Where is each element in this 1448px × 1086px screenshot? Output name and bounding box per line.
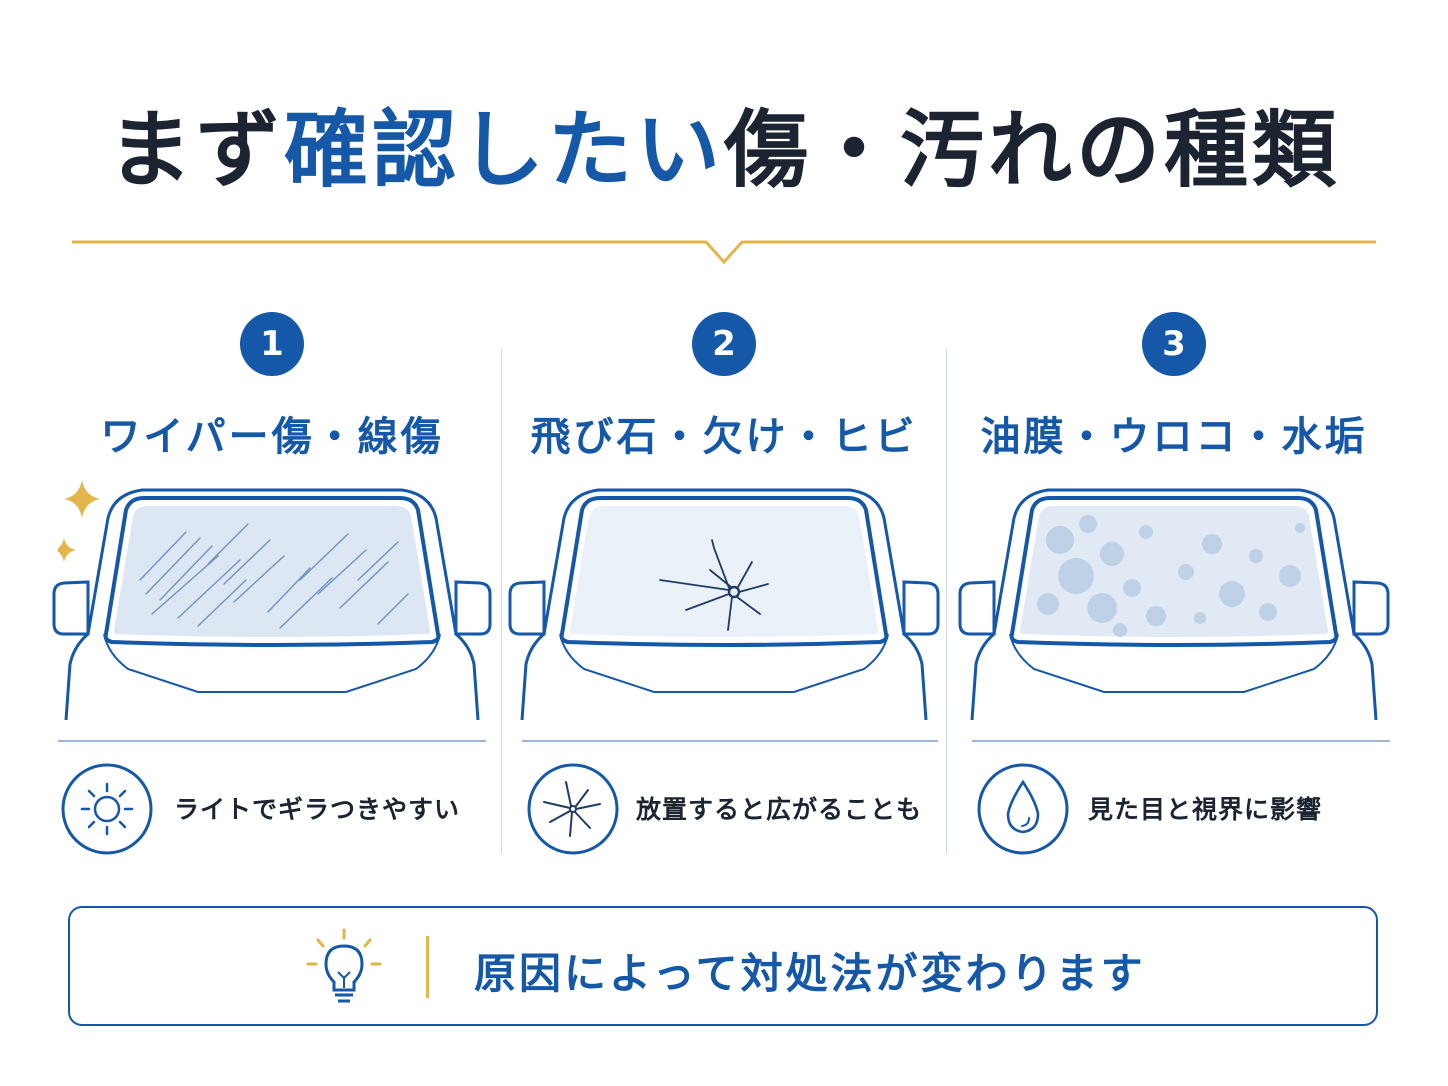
number-badge: 3 (1142, 312, 1206, 376)
panel-divider (972, 740, 1390, 742)
number-badge: 1 (240, 312, 304, 376)
panel-divider (58, 740, 486, 742)
car-scratched-windshield-icon (52, 488, 492, 721)
column-separator (946, 348, 947, 854)
panel-note: 放置すると広がることも (636, 795, 923, 824)
crack-icon (527, 763, 619, 855)
panel-heading: 飛び石・欠け・ヒビ (530, 414, 918, 460)
column-separator (501, 348, 502, 854)
footer-callout: 原因によって対処法が変わります (68, 906, 1378, 1026)
footer-separator (426, 936, 429, 998)
footer-message: 原因によって対処法が変わります (474, 949, 1146, 998)
panel-heading: ワイパー傷・線傷 (100, 414, 444, 460)
panel-note: ライトでギラつきやすい (174, 795, 461, 824)
sparkle-icon (58, 480, 100, 562)
car-cracked-windshield-icon (508, 488, 940, 721)
panel-wiper-scratches: 1 ワイパー傷・線傷 ライトでギラつきやす (48, 312, 496, 872)
panel-divider (522, 740, 938, 742)
page-title: まず確認したい傷・汚れの種類 (0, 100, 1448, 201)
title-part2: 傷・汚れの種類 (724, 101, 1341, 199)
title-divider (72, 240, 1376, 265)
lightbulb-icon (306, 928, 382, 1003)
panel-chip-crack: 2 飛び石・欠け・ヒビ 放置すると広がることも (500, 312, 948, 872)
panel-note: 見た目と視界に影響 (1088, 795, 1323, 824)
sun-icon (61, 763, 153, 855)
car-water-spots-windshield-icon (958, 488, 1390, 721)
number-badge: 2 (692, 312, 756, 376)
title-accent: 確認したい (283, 101, 724, 199)
title-part1: まず (107, 101, 284, 199)
water-drop-icon (977, 763, 1069, 855)
panel-heading: 油膜・ウロコ・水垢 (980, 414, 1368, 460)
panel-water-spots: 3 油膜・ウロコ・水垢 見た目と視界に影響 (950, 312, 1398, 872)
